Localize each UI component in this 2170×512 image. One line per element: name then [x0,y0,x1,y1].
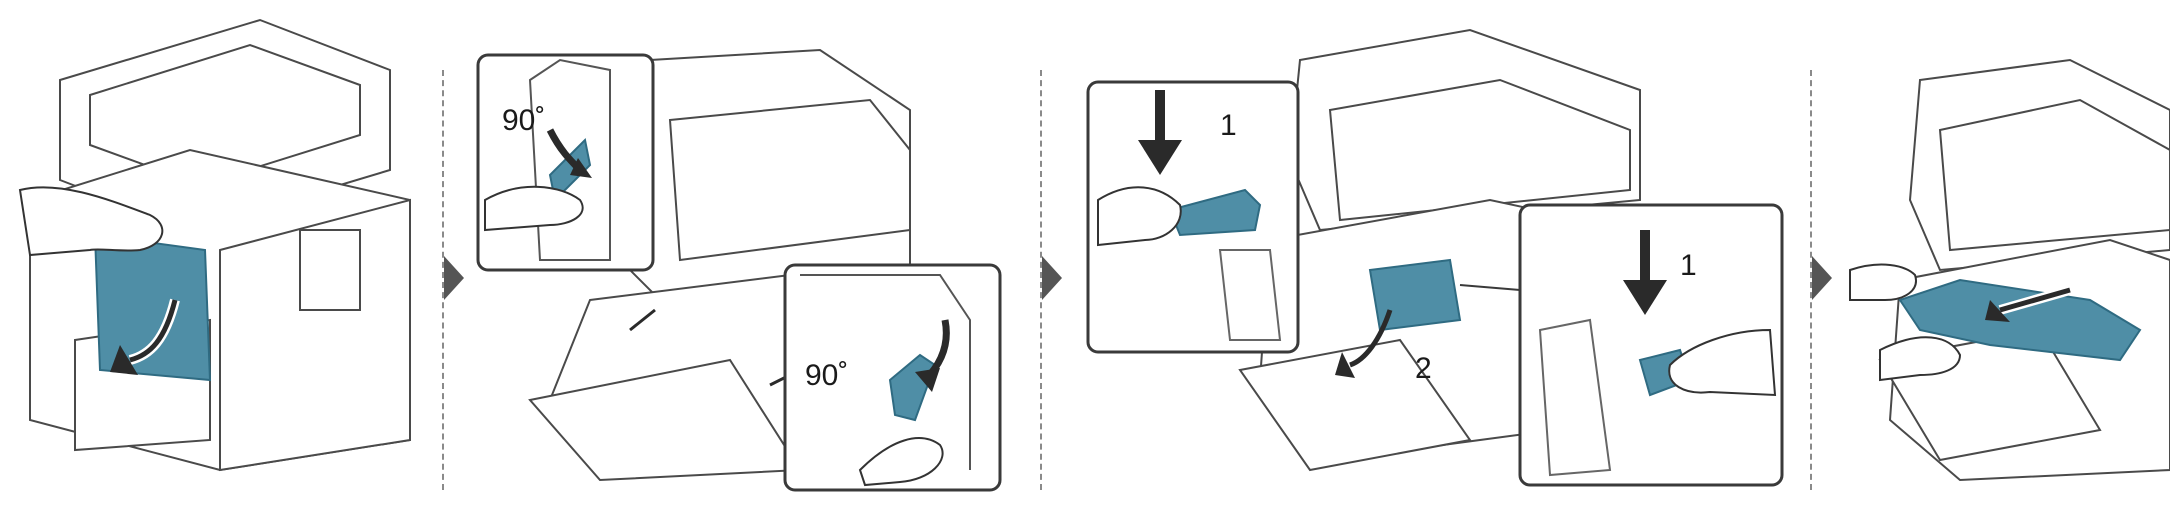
step-divider-3 [1810,70,1812,490]
callout-label-90-top: 90˚ [502,104,545,137]
step-3-panel: 2 1 1 [1070,0,1800,512]
hand-icon [18,186,164,257]
callout-label-90-bottom: 90˚ [805,359,848,392]
callout-label-1-right: 1 [1680,249,1697,282]
step-4-panel [1840,0,2170,512]
printer-label-2: 2 [1415,352,1432,385]
step-divider-1 [442,70,444,490]
step-3-illustration: 2 1 1 [1086,28,1784,487]
next-step-arrow-icon [444,256,464,300]
step-2-panel: 90˚ 90˚ [470,0,1040,512]
push-down-arrow-icon [1623,280,1667,315]
push-down-arrow-icon [1138,140,1182,175]
step-divider-2 [1040,70,1042,490]
next-step-arrow-icon [1812,256,1832,300]
step-4-illustration [1849,58,2170,482]
callout-label-1-left: 1 [1220,109,1237,142]
callout-box-4 [1518,203,1784,487]
step-1-illustration [18,18,411,472]
step-1-panel [0,0,440,512]
step-2-illustration: 90˚ 90˚ [476,48,1002,492]
next-step-arrow-icon [1042,256,1062,300]
pull-arrow-icon [1999,287,2071,313]
